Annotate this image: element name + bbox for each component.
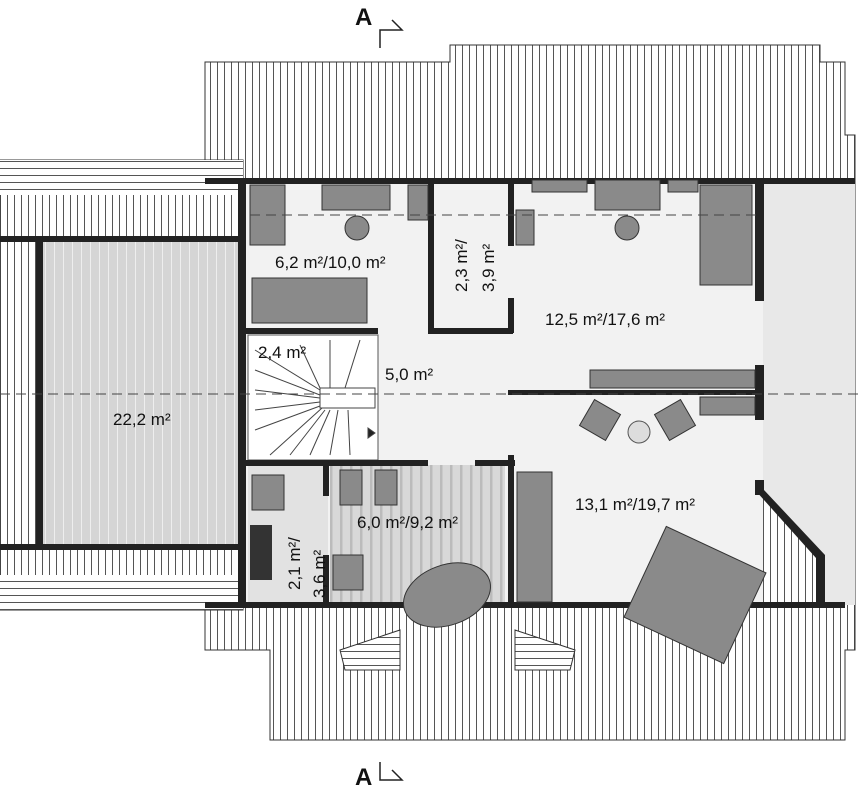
room-label-office-left: 6,2 m²/10,0 m² [275,253,386,272]
exterior-right [763,181,855,605]
section-marker-top: A [355,4,404,48]
room-label-hall: 5,0 m² [385,365,434,384]
walls [0,178,855,608]
room-label-void: 22,2 m² [113,410,171,429]
section-marker-bottom: A [355,762,404,791]
svg-text:A: A [355,4,372,31]
room-label-stairs: 2,4 m² [258,343,307,362]
room-label-utility-b: 3,6 m² [310,549,329,598]
staircase [254,339,376,456]
room-label-utility-a: 2,1 m²/ [285,537,304,590]
svg-text:A: A [355,764,372,791]
room-label-wardrobe-b: 3,9 m² [479,243,498,292]
room-label-bathroom: 6,0 m²/9,2 m² [357,513,458,532]
void-area [40,240,240,545]
room-label-wardrobe-a: 2,3 m²/ [452,239,471,292]
room-label-bedroom: 13,1 m²/19,7 m² [575,495,695,514]
room-label-office-right: 12,5 m²/17,6 m² [545,310,665,329]
furniture [249,179,767,671]
